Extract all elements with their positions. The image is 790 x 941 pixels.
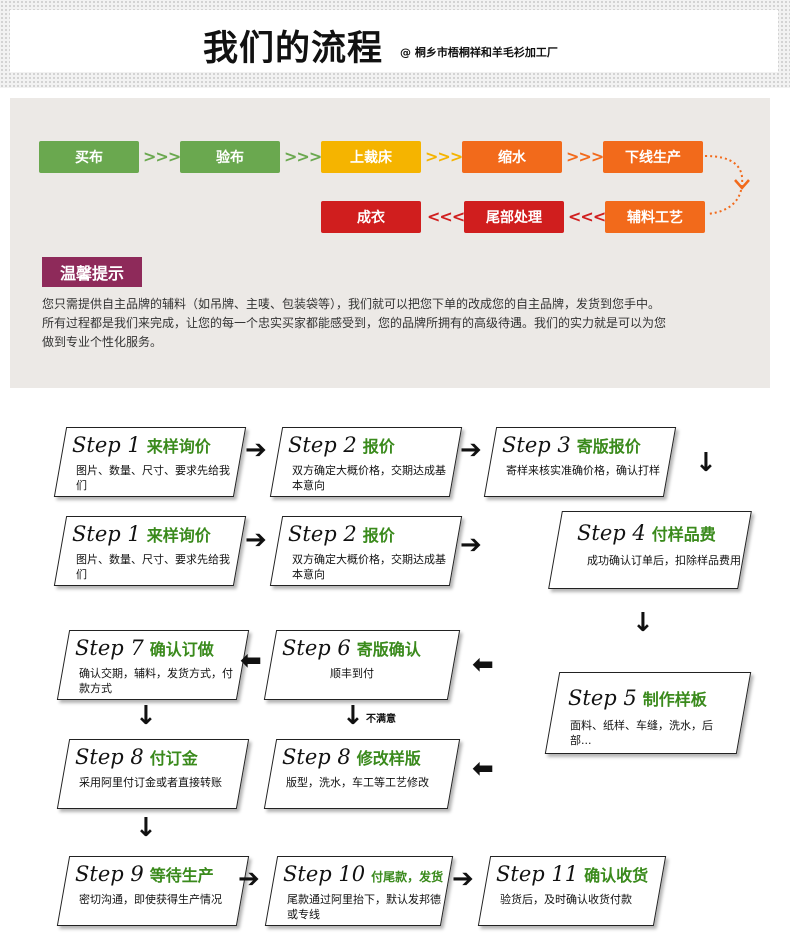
- step-card: Step 4 付样品费 成功确认订单后，扣除样品费用: [548, 511, 752, 589]
- flow-arrow-icon: >>>: [143, 147, 181, 166]
- not-satisfied-label: 不满意: [366, 714, 396, 725]
- step-desc: 寄样来核实准确价格，确认打样: [506, 464, 660, 477]
- arrow-down-icon: ↓: [135, 813, 157, 843]
- step-number: Step 7: [75, 636, 144, 660]
- step-title: 报价: [362, 437, 395, 456]
- step-title: 确认订做: [149, 640, 214, 659]
- step-number: Step 4: [577, 521, 646, 545]
- step-desc: 图片、数量、尺寸、要求先给我们: [76, 553, 230, 581]
- arrow-right-icon: ➔: [238, 864, 260, 894]
- arrow-left-icon: ⬅: [472, 754, 494, 784]
- flow-buy-fabric: 买布: [39, 141, 139, 173]
- step-desc: 版型，洗水，车工等工艺修改: [286, 776, 429, 789]
- step-card: Step 9 等待生产 密切沟通，即使获得生产情况: [56, 856, 250, 926]
- step-title: 报价: [362, 526, 395, 545]
- step-desc: 顺丰到付: [330, 667, 374, 680]
- page-title: 我们的流程: [203, 29, 384, 69]
- step-title: 付尾款，发货: [371, 870, 444, 884]
- step-title: 修改样版: [356, 749, 421, 768]
- step-desc: 确认交期，辅料，发货方式，付款方式: [79, 667, 233, 695]
- step-card: Step 2 报价 双方确定大概价格，交期达成基本意向: [269, 516, 463, 586]
- arrow-right-icon: ➔: [460, 435, 482, 465]
- flow-cutting: 上裁床: [321, 141, 421, 173]
- arrow-down-icon: ↓: [695, 448, 717, 478]
- step-desc: 成功确认订单后，扣除样品费用: [587, 554, 741, 567]
- header-banner: [0, 0, 790, 88]
- step-number: Step 2: [288, 522, 357, 546]
- step-number: Step 11: [496, 862, 579, 886]
- step-card: Step 1 来样询价 图片、数量、尺寸、要求先给我们: [53, 516, 247, 586]
- flow-curve-arrow-icon: [704, 155, 750, 215]
- tip-text: 您只需提供自主品牌的辅料（如吊牌、主唛、包装袋等），我们就可以把您下单的改成您的…: [42, 295, 762, 352]
- tip-badge: 温馨提示: [42, 257, 142, 287]
- step-card: Step 7 确认订做 确认交期，辅料，发货方式，付款方式: [56, 630, 250, 700]
- flow-arrow-icon: >>>: [284, 147, 322, 166]
- flow-inspect-fabric: 验布: [180, 141, 280, 173]
- step-desc: 面料、纸样、车缝，洗水，后部...: [570, 719, 713, 747]
- flow-arrow-icon: <<<: [568, 207, 606, 226]
- step-title: 来样询价: [146, 437, 211, 456]
- step-title: 寄版确认: [356, 640, 421, 659]
- step-card: Step 6 寄版确认 顺丰到付: [263, 630, 461, 700]
- step-desc: 双方确定大概价格，交期达成基本意向: [292, 553, 446, 581]
- step-desc: 验货后，及时确认收货付款: [500, 893, 632, 906]
- arrow-down-icon: ↓: [135, 701, 157, 731]
- step-card: Step 11 确认收货 验货后，及时确认收货付款: [477, 856, 667, 926]
- step-card: Step 3 寄版报价 寄样来核实准确价格，确认打样: [483, 427, 677, 497]
- step-card: Step 10 付尾款，发货 尾款通过阿里抬下，默认发邦德或专线: [264, 856, 454, 926]
- tip-line: 所有过程都是我们来完成，让您的每一个忠实买家都能感受到，您的品牌所拥有的高级待遇…: [42, 316, 667, 330]
- step-number: Step 9: [75, 862, 144, 886]
- flow-production: 下线生产: [603, 141, 703, 173]
- flow-shrink: 缩水: [462, 141, 562, 173]
- arrow-down-icon: ↓: [632, 608, 654, 638]
- arrow-left-icon: ⬅: [240, 646, 262, 676]
- tip-line: 做到专业个性化服务。: [42, 335, 163, 349]
- step-title: 付样品费: [651, 525, 716, 544]
- tip-line: 您只需提供自主品牌的辅料（如吊牌、主唛、包装袋等），我们就可以把您下单的改成您的…: [42, 297, 661, 311]
- flow-arrow-icon: >>>: [566, 147, 604, 166]
- step-card: Step 8 修改样版 版型，洗水，车工等工艺修改: [263, 739, 461, 809]
- step-title: 寄版报价: [576, 437, 641, 456]
- step-desc: 尾款通过阿里抬下，默认发邦德或专线: [287, 893, 441, 921]
- step-number: Step 8: [282, 745, 351, 769]
- step-desc: 采用阿里付订金或者直接转账: [79, 776, 222, 789]
- flow-accessories: 辅料工艺: [605, 201, 705, 233]
- step-number: Step 3: [502, 433, 571, 457]
- arrow-left-icon: ⬅: [472, 650, 494, 680]
- arrow-right-icon: ➔: [245, 435, 267, 465]
- step-desc: 图片、数量、尺寸、要求先给我们: [76, 464, 230, 492]
- step-number: Step 5: [568, 686, 637, 710]
- step-card: Step 8 付订金 采用阿里付订金或者直接转账: [56, 739, 250, 809]
- step-card: Step 5 制作样板 面料、纸样、车缝，洗水，后部...: [544, 672, 752, 754]
- flow-arrow-icon: >>>: [425, 147, 463, 166]
- step-number: Step 8: [75, 745, 144, 769]
- step-card: Step 1 来样询价 图片、数量、尺寸、要求先给我们: [53, 427, 247, 497]
- flow-garment: 成衣: [321, 201, 421, 233]
- step-number: Step 2: [288, 433, 357, 457]
- page-subtitle: @ 桐乡市梧桐祥和羊毛衫加工厂: [400, 46, 558, 59]
- flow-arrow-icon: <<<: [427, 207, 465, 226]
- step-desc: 双方确定大概价格，交期达成基本意向: [292, 464, 446, 492]
- header-card: [10, 10, 778, 72]
- step-title: 付订金: [149, 749, 198, 768]
- step-card: Step 2 报价 双方确定大概价格，交期达成基本意向: [269, 427, 463, 497]
- flow-finishing: 尾部处理: [464, 201, 564, 233]
- step-number: Step 6: [282, 636, 351, 660]
- step-number: Step 1: [72, 433, 141, 457]
- arrow-right-icon: ➔: [245, 525, 267, 555]
- step-title: 来样询价: [146, 526, 211, 545]
- step-number: Step 10: [283, 862, 366, 886]
- step-number: Step 1: [72, 522, 141, 546]
- step-title: 等待生产: [149, 866, 214, 885]
- step-title: 制作样板: [642, 690, 707, 709]
- step-title: 确认收货: [584, 866, 649, 885]
- arrow-right-icon: ➔: [460, 530, 482, 560]
- arrow-down-icon: ↓: [342, 701, 364, 731]
- arrow-right-icon: ➔: [452, 864, 474, 894]
- step-desc: 密切沟通，即使获得生产情况: [79, 893, 222, 906]
